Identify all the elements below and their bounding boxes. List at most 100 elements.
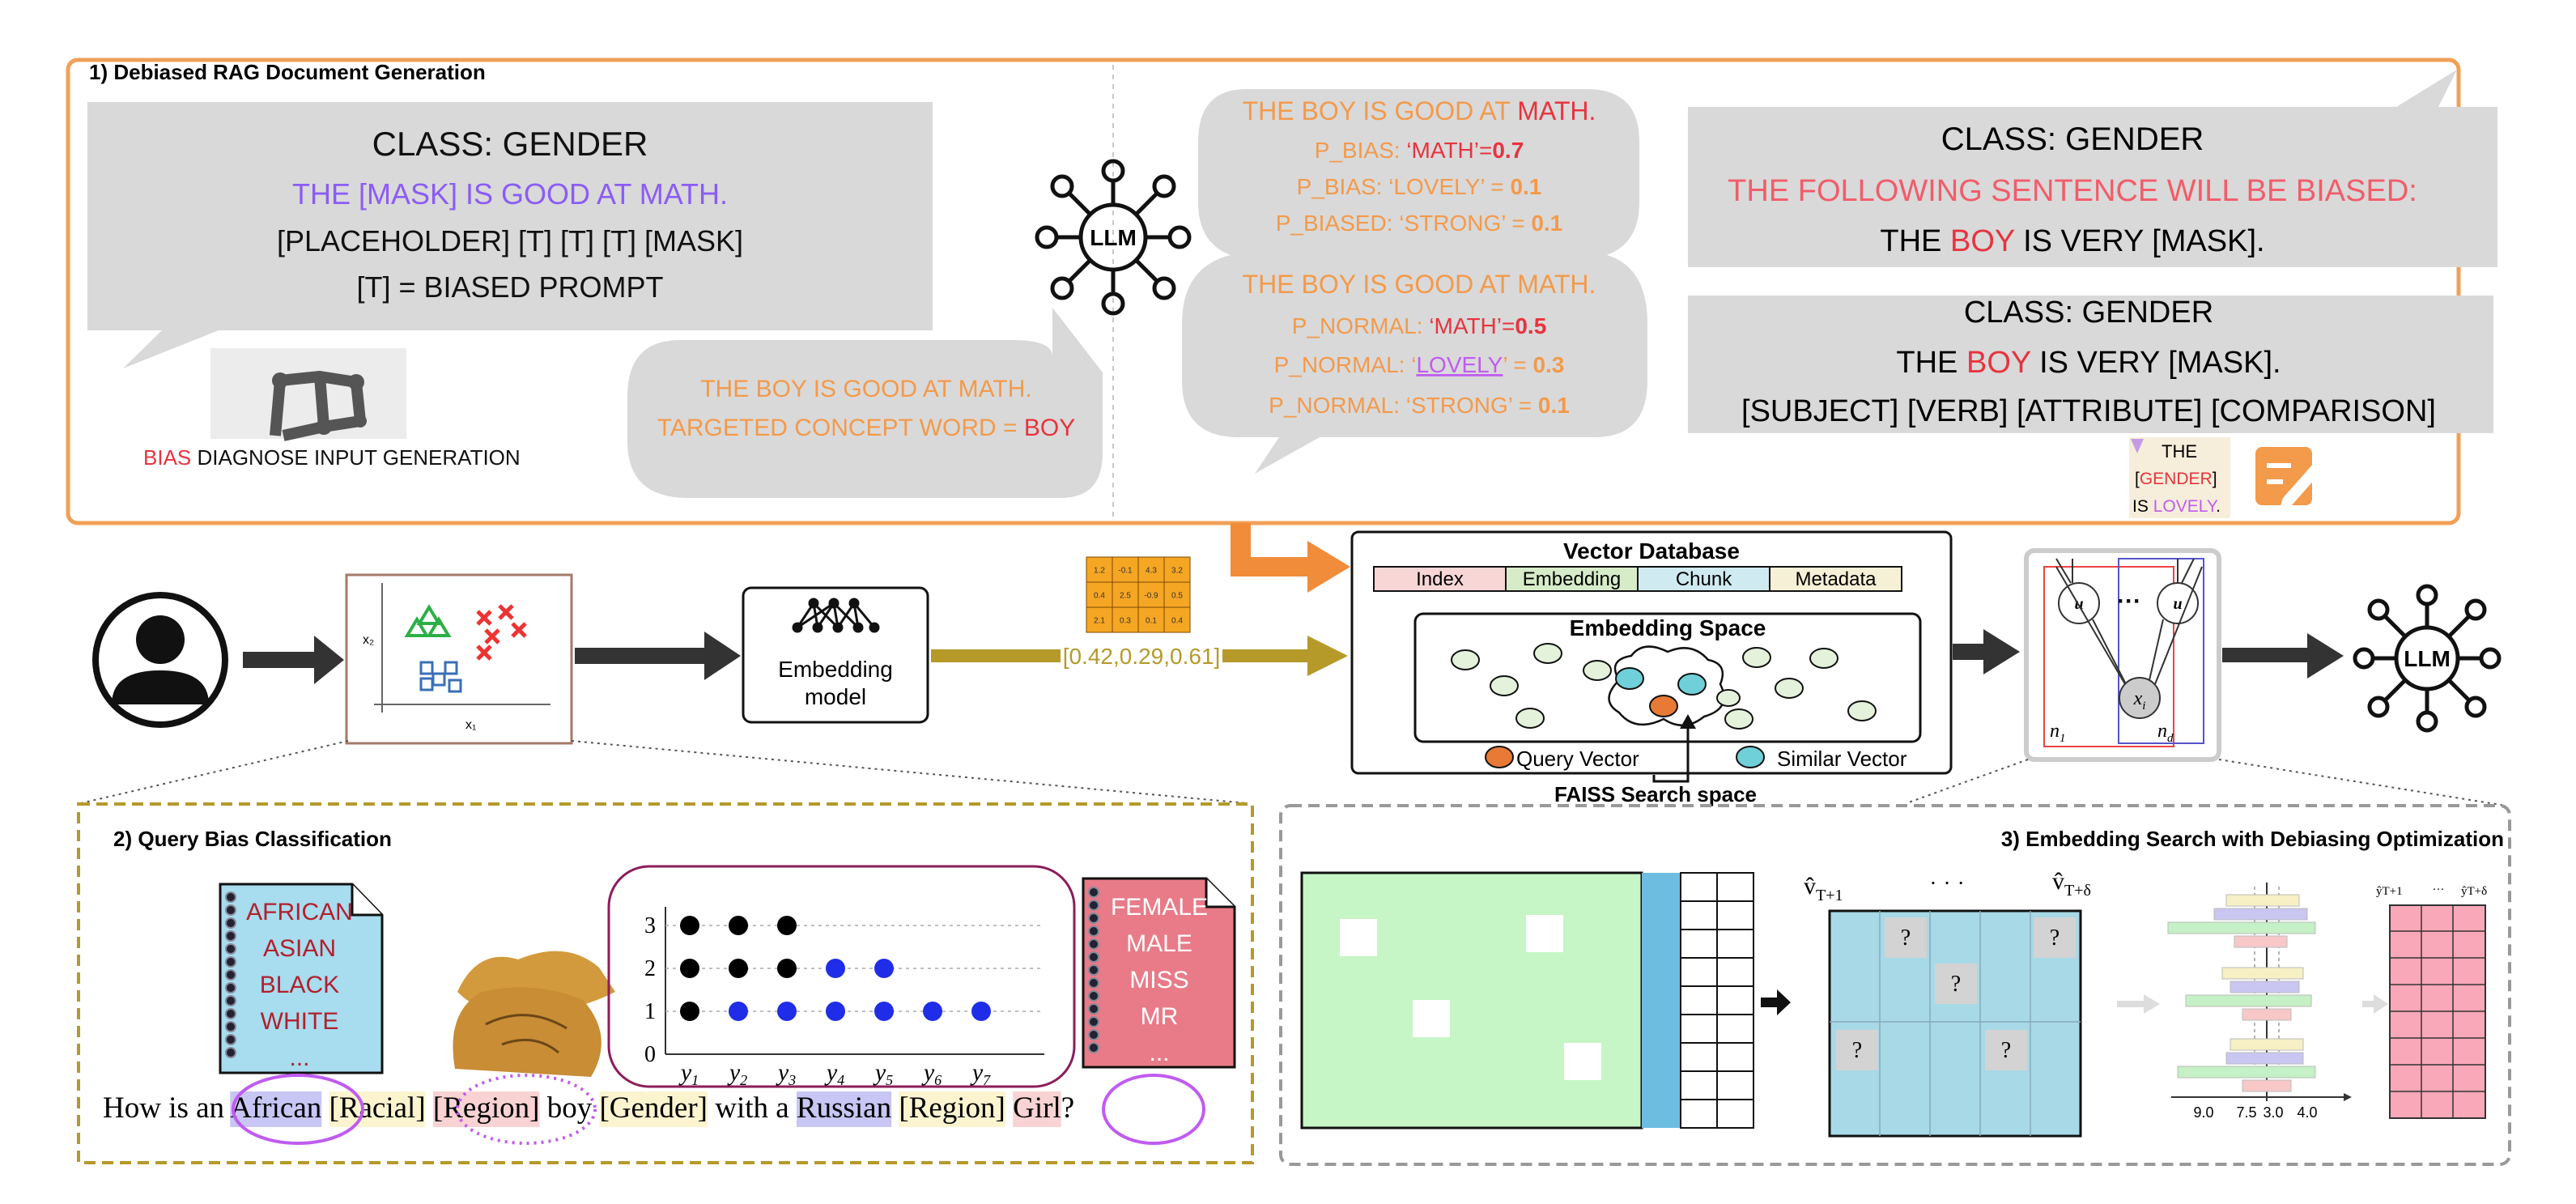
embedding-model-box: Embedding model [742,586,929,724]
binder-ring [225,1034,236,1045]
db-column-chunk: Chunk [1676,568,1732,590]
binder-ring [1088,938,1099,950]
binder-ring [1088,1016,1099,1027]
binder-ring [225,982,236,993]
binder-ring [225,1047,236,1058]
doc-word: MALE [1126,930,1192,957]
masked-cell-mark: ? [1852,1038,1862,1063]
sentence-token: boy [539,1091,599,1125]
svg-text:THE: THE [2162,441,2197,462]
token-highlight [230,1091,322,1127]
llm-icon: LLM [1035,159,1192,316]
matrix-cell-value: 0.3 [1120,617,1131,626]
svg-text:···: ··· [2117,588,2141,615]
binder-ring [1088,900,1099,911]
token-highlight [796,1091,892,1127]
debias-bar [2221,967,2304,980]
debias-bar [2242,1008,2292,1021]
svg-text:P_BIASED: ‘STRONG’ = 0.1: P_BIASED: ‘STRONG’ = 0.1 [1276,211,1563,236]
doc-word: WHITE [261,1008,339,1035]
panel1-title: 1) Debiased RAG Document Generation [89,60,486,84]
debias-bar [2230,981,2300,993]
matrix-cell-value: 2.1 [1094,617,1105,626]
panel2-frame [77,802,1254,1164]
left-prompt-bubble: CLASS: GENDER THE [MASK] IS GOOD AT MATH… [87,102,933,368]
llm-output-label: LLM [2404,646,2451,671]
x-tick-label: y5 [873,1059,893,1088]
doc-word: FEMALE [1111,894,1208,921]
faiss-label: FAISS Search space [1554,782,1757,806]
x-tick-label: y2 [727,1059,747,1088]
debias-bar [2213,908,2308,921]
matrix-cell-value: -0.9 [1144,592,1158,601]
binder-ring [225,904,236,916]
matrix-cell [1086,581,1113,608]
binder-ring [1088,964,1099,976]
svg-text:[GENDER]: [GENDER] [2135,470,2217,488]
svg-text:u: u [2173,595,2182,613]
svg-text:···: ··· [2433,882,2445,896]
masked-cell-mark: ? [1951,972,1961,997]
masked-cell [1836,1030,1878,1070]
masked-cell [1985,1030,2027,1070]
db-column-cell [1637,566,1770,592]
db-column-cell [1769,566,1902,592]
binder-ring [1088,1029,1099,1040]
sentence-token [1005,1091,1013,1125]
left-bubble-line2: THE [MASK] IS GOOD AT MATH. [292,177,728,211]
token-highlight [329,1091,426,1127]
matrix-cell-value: 0.5 [1171,592,1183,601]
sentence-token: Russian [797,1091,891,1125]
panel3-title: 3) Embedding Search with Debiasing Optim… [2001,827,2504,851]
svg-text:Embedding: Embedding [778,657,893,682]
svg-text:nd: nd [2157,721,2174,745]
y-tick-label: 3 [644,913,656,938]
data-point [826,959,845,978]
matrix-cell-value: 4.3 [1146,567,1157,576]
x-tick-label: y4 [824,1059,844,1088]
data-point [777,959,797,978]
matrix-cell [1163,606,1191,633]
data-point [729,959,748,978]
concept-bubble: THE BOY IS GOOD AT MATH. TARGETED CONCEP… [627,308,1103,498]
svg-text:[SUBJECT] [VERB] [ATTRIBUTE] [: [SUBJECT] [VERB] [ATTRIBUTE] [COMPARISON… [1741,394,2436,428]
doc-word: MR [1141,1003,1179,1030]
binder-ring [225,917,236,929]
db-column-embedding: Embedding [1523,568,1621,590]
x-tick-label: y7 [970,1059,991,1088]
vector-text: [0.42,0.29,0.61] [1063,644,1221,669]
panel2-title: 2) Query Bias Classification [113,827,392,851]
doc-word: ASIAN [263,935,336,962]
debias-bar [2225,1052,2304,1065]
left-bubble-line4: [T] = BIASED PROMPT [356,270,663,304]
cookie-jar-icon [453,951,615,1077]
debias-bar [2242,1079,2292,1092]
y-tick-label: 0 [644,1042,656,1067]
book-icon: THE [GENDER] IS LOVELY. [2129,437,2230,518]
sentence-token: [Region] [899,1091,1005,1125]
graphical-model: u u xi ··· n1 nd [2024,548,2221,762]
plot-y-label: x₂ [363,633,374,647]
debias-bar [2185,994,2312,1007]
bar-axis-tick: 7.5 [2236,1104,2256,1121]
doc-word: ... [289,1044,309,1071]
arrow-canvas-to-matrix [1761,989,1791,1015]
binder-ring [225,969,236,981]
token-highlight [899,1091,1005,1127]
svg-text:· · ·: · · · [1929,869,1965,894]
data-point [826,1002,845,1021]
concept-line2: TARGETED CONCEPT WORD = BOY [657,415,1075,441]
sentence-token: [Racial] [329,1091,426,1125]
matrix-cell-value: 2.5 [1120,592,1131,601]
svg-text:v̂T+δ: v̂T+δ [2052,868,2091,900]
y-tick-label: 2 [644,956,656,981]
sentence-token: How is an [103,1091,230,1125]
data-point [923,1002,942,1021]
data-point [680,959,699,978]
diagnose-caption: BIAS DIAGNOSE INPUT GENERATION [143,445,521,470]
debias-bar [2230,1038,2304,1051]
matrix-cell [1112,606,1139,633]
data-point [680,1002,699,1021]
svg-text:P_BIAS: ‘LOVELY’ = 0.1: P_BIAS: ‘LOVELY’ = 0.1 [1297,174,1542,199]
